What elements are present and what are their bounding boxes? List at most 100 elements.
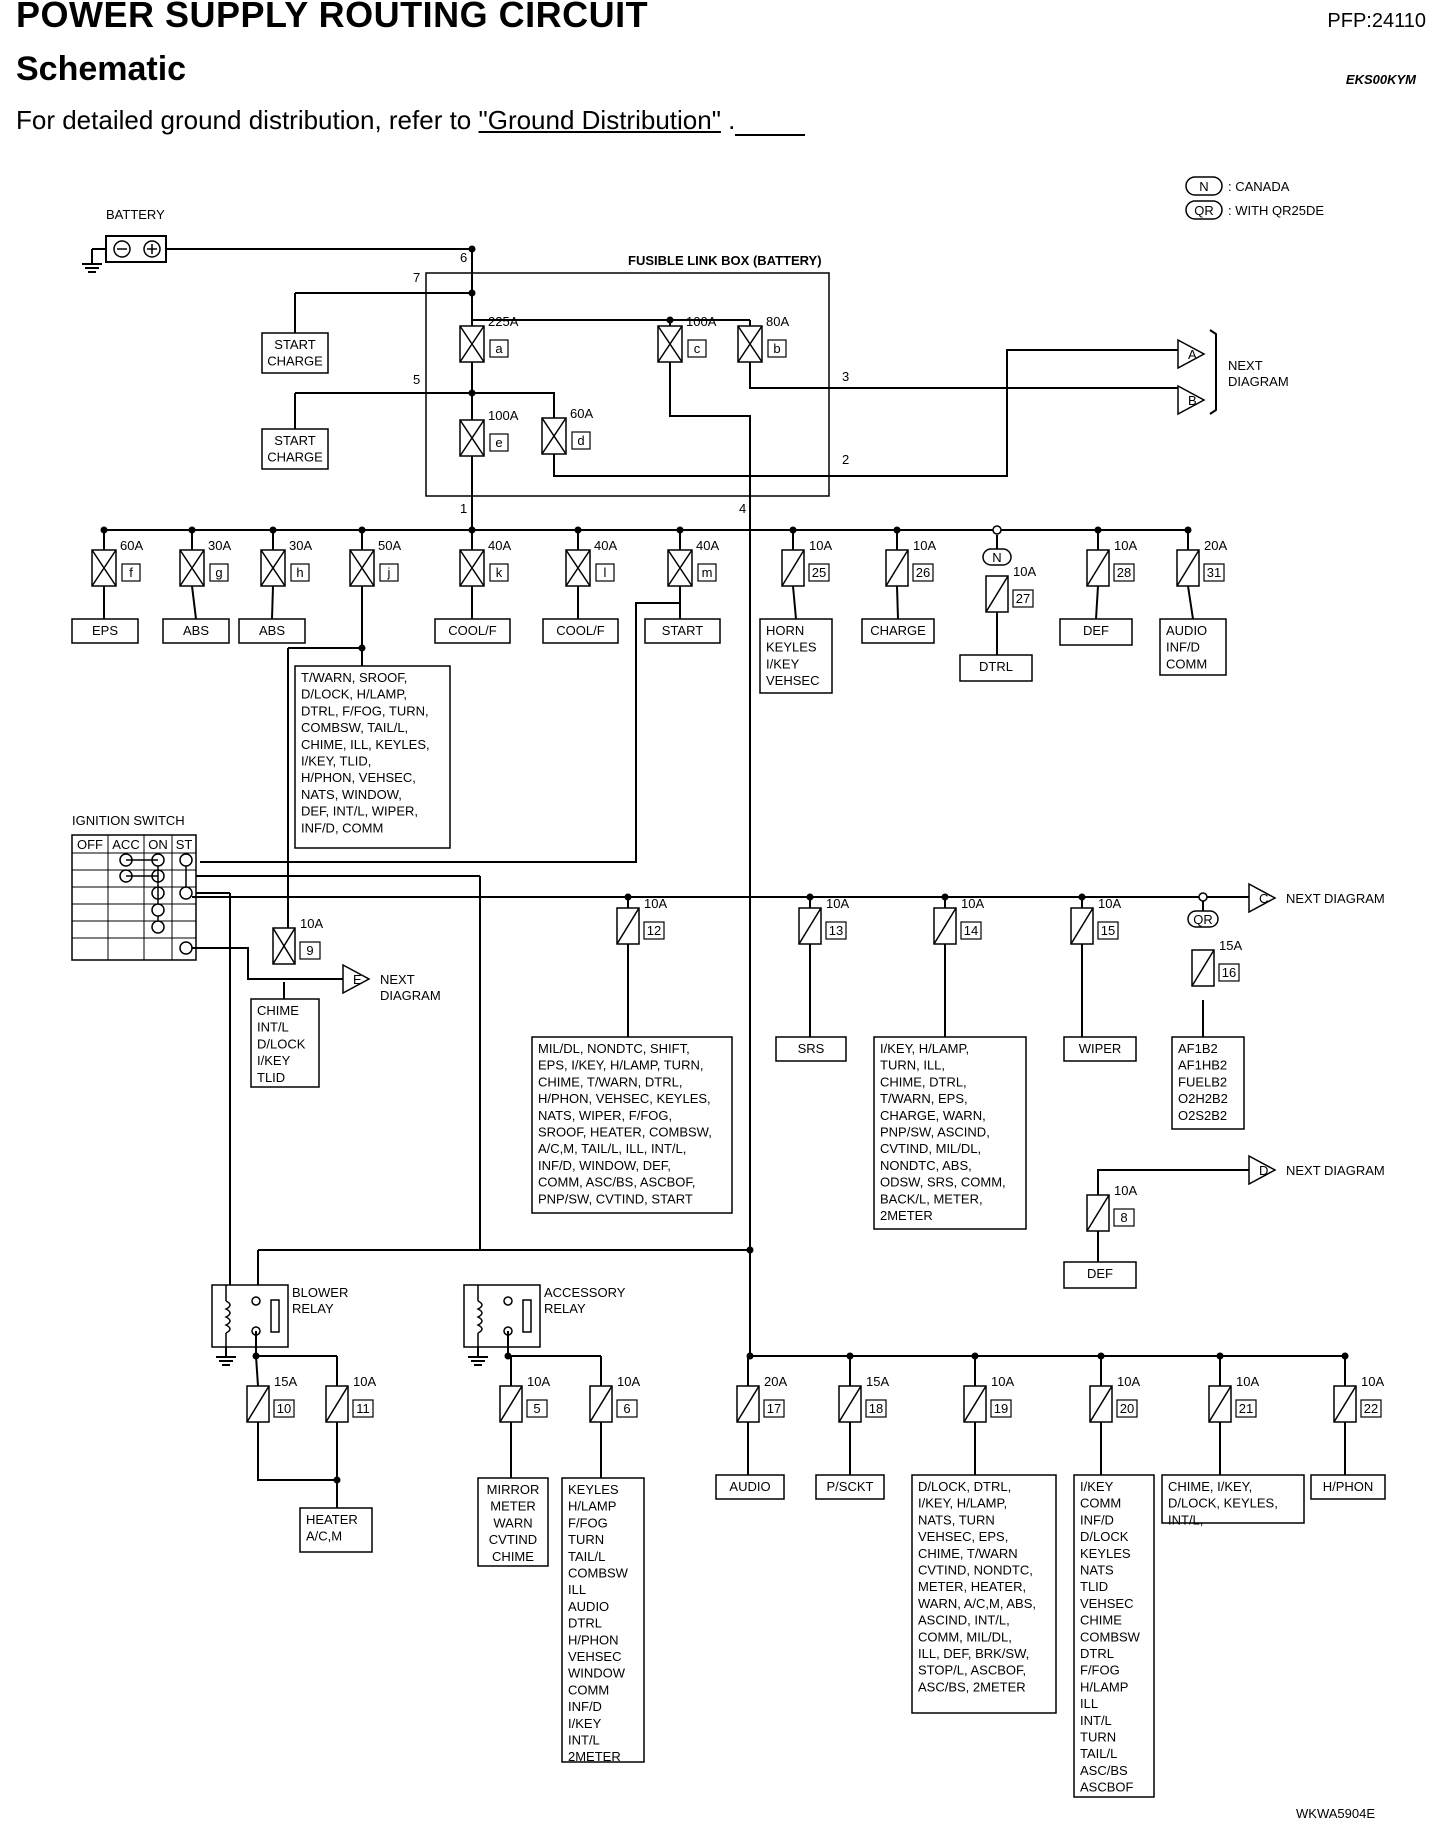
load-box-text: DTRL xyxy=(568,1616,602,1631)
fusible-link-id-box xyxy=(697,563,717,582)
fusible-link-amperage: 60A xyxy=(570,406,593,421)
fuse-id-box xyxy=(299,941,321,960)
load-box-text: COMM xyxy=(568,1682,609,1697)
fuse-slash xyxy=(1176,549,1200,587)
load-box-text: DEF xyxy=(1087,1266,1113,1281)
fuse-id: 12 xyxy=(647,923,661,938)
load-box-text: NONDTC, ABS, xyxy=(880,1158,972,1173)
load-box-text: CHIME xyxy=(257,1003,299,1018)
load-box: I/KEY, H/LAMP,TURN, ILL,CHIME, DTRL,T/WA… xyxy=(873,1036,1027,1230)
fuse-slash xyxy=(1070,907,1094,945)
load-box-text: 2METER xyxy=(568,1749,621,1764)
next-diagram-label: NEXT DIAGRAM xyxy=(1286,891,1385,906)
junction-dot xyxy=(252,1352,260,1360)
fuse-id: 8 xyxy=(1120,1210,1127,1225)
connector-a[interactable]: A xyxy=(1177,338,1206,370)
load-box-text: NATS, WINDOW, xyxy=(301,787,402,802)
load-box-frame xyxy=(1063,1261,1137,1289)
load-box-text: D/LOCK, H/LAMP, xyxy=(301,687,407,702)
connector-b[interactable]: B xyxy=(1177,384,1206,416)
fuse-amperage: 10A xyxy=(826,896,849,911)
fuse-amperage: 10A xyxy=(617,1374,640,1389)
load-box-text: INT/L xyxy=(1080,1713,1112,1728)
fuse-id-box xyxy=(1218,963,1240,982)
wire-start-feed xyxy=(200,602,680,863)
ignition-switch[interactable] xyxy=(71,834,197,961)
option-badge-canada xyxy=(982,548,1012,566)
fuse-id-box xyxy=(912,563,934,582)
load-box-text: INT/L xyxy=(257,1020,289,1035)
fuse-id-box xyxy=(1235,1399,1257,1418)
fuse-slash xyxy=(1086,1194,1110,1232)
fusible-link-id: d xyxy=(577,433,584,448)
fuse-amperage: 10A xyxy=(913,538,936,553)
load-box-text: CHIME, T/WARN xyxy=(918,1546,1018,1561)
connector-d[interactable]: D xyxy=(1248,1154,1277,1186)
option-badge-canada-text: N xyxy=(992,550,1001,565)
connector-letter: A xyxy=(1188,347,1197,362)
load-box-frame xyxy=(261,332,329,374)
fuse-cross xyxy=(349,549,375,587)
load-box-frame xyxy=(1059,618,1133,646)
relay-contact xyxy=(503,1296,513,1306)
connector-c[interactable]: C xyxy=(1248,882,1277,914)
fuse-slash xyxy=(246,1385,270,1423)
fuse-cross xyxy=(91,549,117,587)
fuse-id-box xyxy=(865,1399,887,1418)
switch-contact xyxy=(179,941,193,955)
wire xyxy=(271,585,274,620)
load-box-text: COMBSW xyxy=(1080,1629,1141,1644)
fuse-slash xyxy=(499,1385,523,1423)
load-box: DEF xyxy=(1059,618,1133,646)
load-box-frame xyxy=(911,1474,1057,1714)
load-box-text: WINDOW xyxy=(568,1666,626,1681)
fusible-link-id: b xyxy=(773,341,780,356)
fuse-id: 9 xyxy=(306,943,313,958)
load-box-text: CHIME xyxy=(1080,1613,1122,1628)
load-box-text: INF/D xyxy=(568,1699,602,1714)
load-box-text: CHARGE xyxy=(267,450,323,465)
fusible-link-id-box xyxy=(687,339,707,358)
fuse-id: 31 xyxy=(1207,565,1221,580)
fuse-amperage: 15A xyxy=(274,1374,297,1389)
load-box: KEYLESH/LAMPF/FOGTURNTAIL/LCOMBSWILLAUDI… xyxy=(561,1477,645,1764)
load-box-text: NATS, WIPER, F/FOG, xyxy=(538,1108,672,1123)
fuse-slash xyxy=(616,907,640,945)
fusible-link-amperage: 80A xyxy=(766,314,789,329)
ground-distribution-link[interactable]: "Ground Distribution" xyxy=(478,105,721,135)
load-box-text: KEYLES xyxy=(766,640,817,655)
load-box-text: F/FOG xyxy=(568,1515,608,1530)
reference-suffix: . xyxy=(720,105,736,135)
fuse-slash xyxy=(1333,1385,1357,1423)
load-box-text: BACK/L, METER, xyxy=(880,1191,983,1206)
fuse-id-box xyxy=(1360,1399,1382,1418)
fuse-cross xyxy=(260,549,286,587)
load-box-text: CVTIND xyxy=(489,1532,537,1547)
load-box-text: COOL/F xyxy=(448,623,496,638)
wire xyxy=(1095,585,1099,620)
fuse-id-box xyxy=(960,921,982,940)
option-badge-qr25de-text: QR xyxy=(1193,912,1213,927)
load-box-text: I/KEY, H/LAMP, xyxy=(880,1041,969,1056)
connector-e[interactable]: E xyxy=(342,963,371,995)
load-box-text: TURN, ILL, xyxy=(880,1058,945,1073)
fuse-amperage: 10A xyxy=(300,916,323,931)
load-box-text: VEHSEC xyxy=(568,1649,621,1664)
load-box-text: DTRL xyxy=(979,659,1013,674)
legend-symbol xyxy=(1185,200,1223,220)
load-box-text: D/LOCK, DTRL, xyxy=(918,1479,1011,1494)
switch-contact xyxy=(151,920,165,934)
fuse-id: 15 xyxy=(1101,923,1115,938)
legend-symbol-text: QR xyxy=(1194,203,1214,218)
wire-circuit-4 xyxy=(669,362,751,1250)
load-box-text: D/LOCK xyxy=(1080,1529,1129,1544)
ignition-switch-column-st: ST xyxy=(176,837,193,852)
fuse-slash xyxy=(1086,549,1110,587)
load-box-text: COMM xyxy=(1166,656,1207,671)
load-box-text: STOP/L, ASCBOF, xyxy=(918,1663,1026,1678)
load-box-text: EPS, I/KEY, H/LAMP, TURN, xyxy=(538,1058,703,1073)
fusible-link-amperage: 30A xyxy=(208,538,231,553)
connector-triangle xyxy=(342,963,371,995)
